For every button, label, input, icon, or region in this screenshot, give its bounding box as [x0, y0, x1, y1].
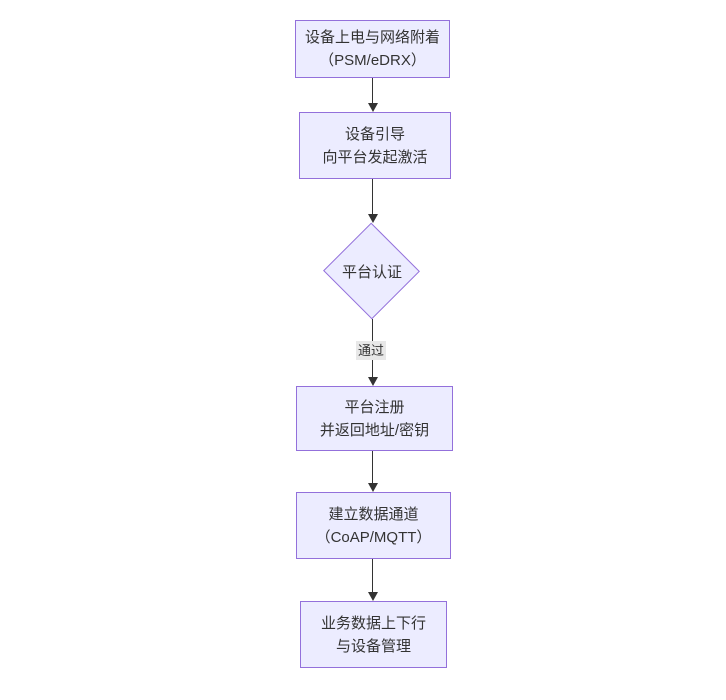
arrow-down-icon	[368, 483, 378, 492]
node-text-line: （PSM/eDRX）	[319, 52, 426, 69]
node-platform-auth-decision: 平台认证	[323, 222, 421, 320]
arrow-down-icon	[368, 377, 378, 386]
node-text-line: 与设备管理	[335, 637, 411, 655]
node-text-line: 设备上电与网络附着	[304, 29, 440, 46]
arrow-down-icon	[368, 214, 378, 223]
node-text-line: 业务数据上下行	[320, 614, 426, 632]
node-text-line: 设备引导	[344, 125, 405, 143]
node-device-bootstrap-activate: 设备引导 向平台发起激活	[299, 112, 451, 179]
node-text-line: 建立数据通道	[328, 505, 419, 523]
arrow-down-icon	[368, 592, 378, 601]
node-text-line: 平台认证	[341, 263, 402, 281]
edge-line	[372, 559, 373, 592]
node-text-line: 并返回地址/密钥	[319, 421, 430, 439]
node-text-line: （CoAP/MQTT）	[315, 528, 432, 546]
node-device-power-network-attach: 设备上电与网络附着 （PSM/eDRX）	[295, 20, 450, 78]
edge-line	[372, 451, 373, 483]
node-text-line: 平台注册	[344, 398, 405, 416]
node-business-data-device-mgmt: 业务数据上下行 与设备管理	[300, 601, 447, 668]
node-text-line: 向平台发起激活	[322, 148, 428, 166]
edge-line	[372, 179, 373, 215]
edge-label-pass: 通过	[355, 341, 387, 360]
arrow-down-icon	[368, 103, 378, 112]
node-data-channel: 建立数据通道 （CoAP/MQTT）	[296, 492, 451, 559]
node-platform-register: 平台注册 并返回地址/密钥	[296, 386, 453, 451]
edge-line	[372, 78, 373, 104]
